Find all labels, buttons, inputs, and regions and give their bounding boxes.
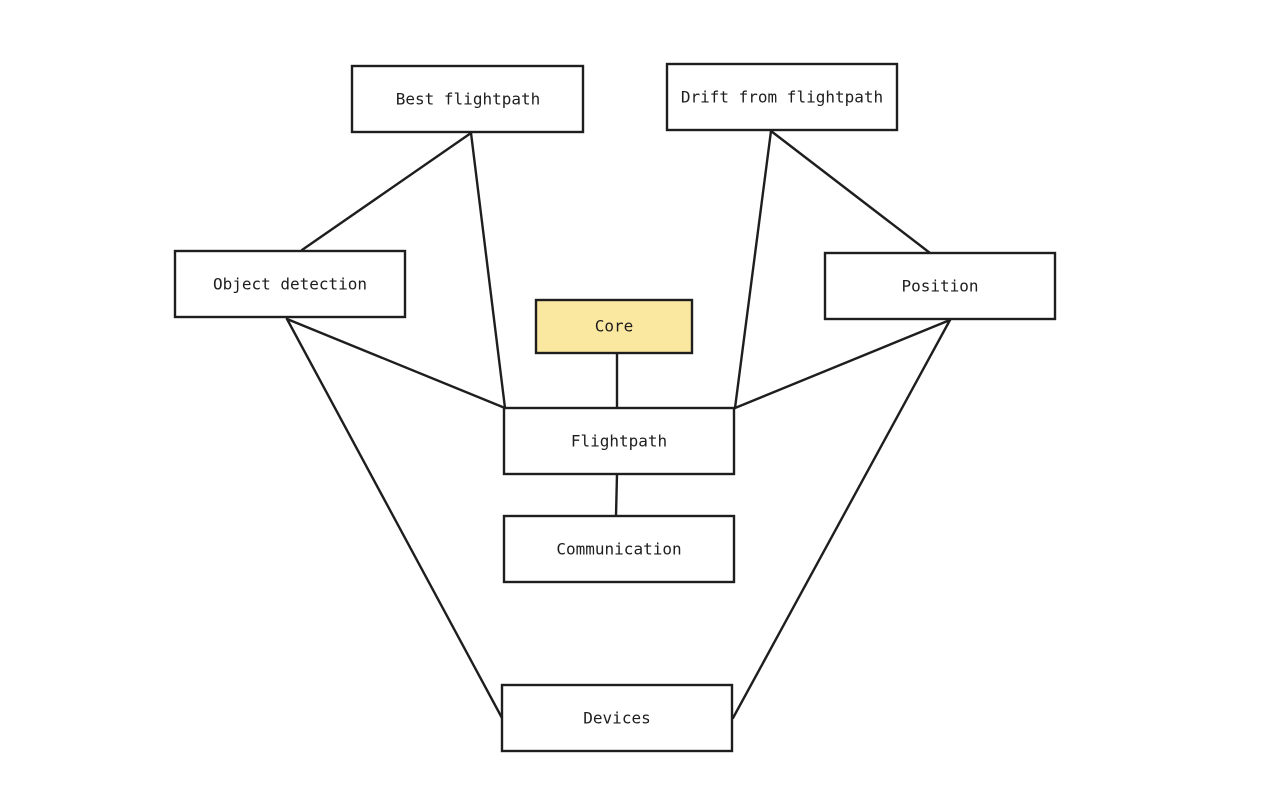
edge-object-detection-flightpath bbox=[285, 317, 507, 410]
node-label: Object detection bbox=[213, 275, 367, 294]
node-label: Core bbox=[595, 317, 634, 336]
node-label: Drift from flightpath bbox=[681, 88, 883, 107]
node-flightpath[interactable]: Flightpath bbox=[502, 406, 736, 476]
node-label: Devices bbox=[583, 709, 650, 728]
edge-best-flightpath-object-detection bbox=[300, 131, 473, 252]
node-box bbox=[502, 514, 736, 584]
node-position[interactable]: Position bbox=[823, 251, 1057, 321]
edge-layer bbox=[285, 129, 952, 720]
node-box bbox=[502, 406, 736, 476]
edge-drift-flightpath bbox=[733, 129, 773, 410]
node-label: Position bbox=[901, 277, 978, 296]
node-label: Communication bbox=[556, 540, 681, 559]
edge-flightpath-communication bbox=[614, 472, 619, 518]
node-object-detection[interactable]: Object detection bbox=[173, 249, 407, 319]
node-devices[interactable]: Devices bbox=[500, 683, 734, 753]
node-box bbox=[534, 298, 694, 355]
node-label: Flightpath bbox=[571, 432, 667, 451]
node-core[interactable]: Core bbox=[534, 298, 694, 355]
node-drift-from-flightpath[interactable]: Drift from flightpath bbox=[665, 62, 899, 132]
node-label: Best flightpath bbox=[396, 90, 541, 109]
edge-position-flightpath bbox=[733, 318, 952, 410]
edge-best-flightpath-flightpath bbox=[469, 131, 507, 410]
node-box bbox=[173, 249, 407, 319]
node-box bbox=[823, 251, 1057, 321]
node-best-flightpath[interactable]: Best flightpath bbox=[350, 64, 585, 134]
edge-object-detection-devices bbox=[285, 317, 504, 720]
node-box bbox=[350, 64, 585, 134]
edge-drift-position bbox=[769, 129, 932, 255]
node-box bbox=[500, 683, 734, 753]
node-box bbox=[665, 62, 899, 132]
edge-position-devices bbox=[731, 318, 952, 720]
node-communication[interactable]: Communication bbox=[502, 514, 736, 584]
